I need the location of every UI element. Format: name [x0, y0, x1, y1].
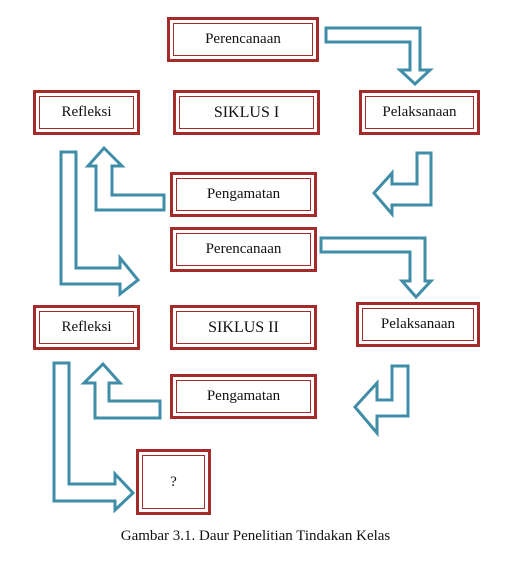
cycle1-planning-box: Perencanaan — [167, 17, 319, 62]
cycle1-action-label: Pelaksanaan — [365, 96, 474, 129]
arrow-action1-to-observe1 — [372, 151, 433, 219]
cycle2-reflection-box: Refleksi — [33, 305, 140, 350]
arrow-plan2-to-action2 — [319, 236, 435, 300]
arrow-reflect1-to-cycle2 — [59, 150, 141, 298]
cycle1-title-label: SIKLUS I — [179, 96, 314, 129]
arrow-observe2-to-reflect2 — [80, 361, 162, 420]
cycle1-title-box: SIKLUS I — [173, 90, 320, 135]
cycle2-observation-label: Pengamatan — [176, 380, 311, 413]
cycle1-planning-label: Perencanaan — [173, 23, 313, 56]
cycle1-observation-label: Pengamatan — [176, 178, 311, 211]
figure-caption: Gambar 3.1. Daur Penelitian Tindakan Kel… — [120, 528, 391, 544]
arrow-action2-to-observe2 — [353, 364, 410, 438]
arrow-plan1-to-action1 — [324, 26, 434, 87]
cycle1-reflection-label: Refleksi — [39, 96, 134, 129]
cycle2-observation-box: Pengamatan — [170, 374, 317, 419]
next-cycle-box: ? — [136, 449, 211, 515]
arrow-observe1-to-reflect1 — [84, 145, 166, 212]
cycle1-observation-box: Pengamatan — [170, 172, 317, 217]
cycle2-title-label: SIKLUS II — [176, 311, 311, 344]
cycle2-action-label: Pelaksanaan — [362, 308, 474, 341]
cycle2-reflection-label: Refleksi — [39, 311, 134, 344]
cycle1-reflection-box: Refleksi — [33, 90, 140, 135]
next-cycle-label: ? — [142, 455, 205, 509]
arrow-reflect2-to-next — [52, 361, 136, 514]
cycle2-planning-label: Perencanaan — [176, 233, 311, 266]
cycle2-title-box: SIKLUS II — [170, 305, 317, 350]
cycle2-action-box: Pelaksanaan — [356, 302, 480, 347]
cycle2-planning-box: Perencanaan — [170, 227, 317, 272]
cycle1-action-box: Pelaksanaan — [359, 90, 480, 135]
